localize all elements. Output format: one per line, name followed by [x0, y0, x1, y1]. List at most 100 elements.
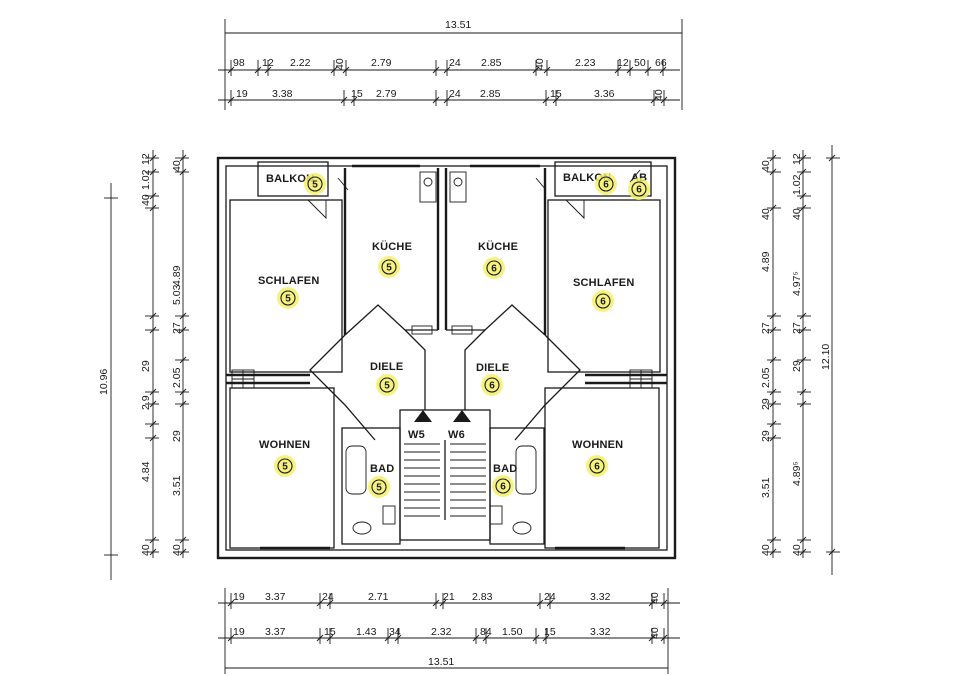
right-o-3: 4.97⁵ [791, 271, 803, 296]
top-r1-6: 2.85 [481, 57, 502, 69]
left-o-5: 27 [171, 322, 183, 334]
balkon-right-tag: 6 [595, 173, 617, 195]
balkon-right-tag-circle [598, 176, 614, 192]
bot-r1-4: 21 [443, 591, 455, 603]
right-o-7: 40 [791, 544, 803, 556]
left-o-3: 40 [171, 160, 183, 172]
diele-left-tag-number: 5 [384, 381, 390, 392]
top-r1-8: 2.23 [575, 57, 596, 69]
right-i-0: 40 [760, 160, 772, 172]
bot-r2-8: 15 [544, 626, 556, 638]
left-total-dim: 10.96 [98, 369, 110, 395]
top-r1-5: 24 [449, 57, 461, 69]
top-r2-1: 3.38 [272, 88, 293, 100]
bad-left-label: BAD [370, 463, 394, 475]
top-total-dim: 13.51 [445, 19, 471, 31]
bad-right-tag-number: 6 [500, 482, 506, 493]
right-o-1: 1.02 [791, 174, 803, 195]
bot-r1-7: 3.32 [590, 591, 611, 603]
wohnen-left-label: WOHNEN [259, 439, 310, 451]
diele-right-tag-number: 6 [489, 381, 495, 392]
wohnen-left-tag-number: 5 [282, 462, 288, 473]
balkon-right-tag-highlight [595, 173, 617, 195]
building-outline [216, 156, 677, 560]
wohnen-left-tag: 5 [274, 455, 296, 477]
diele-right-tag-circle [484, 377, 500, 393]
top-dimension-lines: 13.51 98 12 2.22 40 2.79 24 2.85 40 2.23… [218, 19, 683, 110]
top-r2-4: 24 [449, 88, 461, 100]
bad-right-tag-circle [495, 478, 511, 494]
diele-left-tag-circle [379, 377, 395, 393]
bottom-total-dim: 13.51 [428, 656, 454, 668]
right-o-5: 29 [791, 360, 803, 372]
top-r1-9: 12 [617, 57, 629, 69]
diele-right-tag: 6 [481, 374, 503, 396]
schlafen-left-tag-number: 5 [285, 294, 291, 305]
top-r2-3: 2.79 [376, 88, 397, 100]
top-r2-0: 19 [236, 88, 248, 100]
stair-arrow-left-icon [414, 410, 432, 422]
wohnen-right-tag-circle [589, 458, 605, 474]
right-total-dim: 12.10 [820, 344, 832, 370]
left-o-9: 4.84 [140, 461, 152, 482]
left-o-4: 4.89 [171, 265, 183, 286]
left-o-10: 40 [140, 544, 152, 556]
right-i-4: 2.05 [760, 367, 772, 388]
schlafen-right-tag-number: 6 [600, 297, 606, 308]
w5-label: W5 [408, 429, 425, 441]
ab-tag-circle [631, 181, 647, 197]
top-r1-4: 2.79 [371, 57, 392, 69]
diele-right-label: DIELE [476, 362, 509, 374]
top-r1-11: 66 [655, 57, 667, 69]
wohnen-right-label: WOHNEN [572, 439, 623, 451]
schlafen-left-tag-circle [280, 290, 296, 306]
kueche-left-tag: 5 [378, 256, 400, 278]
right-dimension-lines: 40 40 4.89 27 2.05 29 29 3.51 40 12 1.02… [760, 145, 840, 575]
bad-left-tag: 5 [368, 476, 390, 498]
bot-r2-5: 2.32 [431, 626, 452, 638]
bot-r2-0: 19 [233, 626, 245, 638]
left-dimension-lines: 10.96 12 40 1.02 40 4.89 27 29 2.9 29 4.… [98, 150, 189, 580]
bot-r1-0: 19 [233, 591, 245, 603]
left-o-1: 40 [140, 194, 152, 206]
room-labels: BALKON BALKON AB KÜCHE KÜCHE SCHLAFEN SC… [258, 172, 647, 475]
bot-r2-1: 3.37 [265, 626, 286, 638]
bot-r1-8: 40 [649, 592, 661, 604]
left-i-3: 40 [171, 544, 183, 556]
schlafen-right-tag-highlight [592, 290, 614, 312]
bot-r1-1: 3.37 [265, 591, 286, 603]
balkon-left-tag-number: 5 [312, 180, 318, 191]
left-i-0: 5.03 [171, 284, 183, 305]
bad-right-label: BAD [493, 463, 517, 475]
bad-right-tag: 6 [492, 475, 514, 497]
wohnen-left-tag-circle [277, 458, 293, 474]
kueche-left-tag-circle [381, 259, 397, 275]
kueche-left-tag-highlight [378, 256, 400, 278]
bottom-dimension-lines: 19 3.37 24 2.71 21 2.83 24 3.32 40 19 3.… [218, 588, 680, 674]
right-i-6: 29 [760, 430, 772, 442]
schlafen-left-label: SCHLAFEN [258, 275, 320, 287]
top-r2-7: 3.36 [594, 88, 615, 100]
kueche-left-label: KÜCHE [372, 240, 412, 253]
balkon-left-tag-circle [307, 176, 323, 192]
left-o-6: 29 [140, 360, 152, 372]
kueche-right-tag: 6 [483, 257, 505, 279]
schlafen-right-tag: 6 [592, 290, 614, 312]
w6-label: W6 [448, 429, 465, 441]
diele-right-tag-highlight [481, 374, 503, 396]
top-r1-10: 50 [634, 57, 646, 69]
top-r1-1: 12 [262, 57, 274, 69]
schlafen-right-tag-circle [595, 293, 611, 309]
right-o-6: 4.89⁵ [791, 461, 803, 486]
right-i-7: 3.51 [760, 477, 772, 498]
kueche-right-tag-circle [486, 260, 502, 276]
balkon-right-tag-number: 6 [603, 180, 609, 191]
kueche-right-tag-highlight [483, 257, 505, 279]
diele-left-label: DIELE [370, 361, 403, 373]
right-i-1: 40 [760, 208, 772, 220]
balkon-left-label: BALKON [266, 173, 314, 185]
right-o-0: 12 [791, 153, 803, 165]
bot-r2-9: 3.32 [590, 626, 611, 638]
diele-left-tag-highlight [376, 374, 398, 396]
